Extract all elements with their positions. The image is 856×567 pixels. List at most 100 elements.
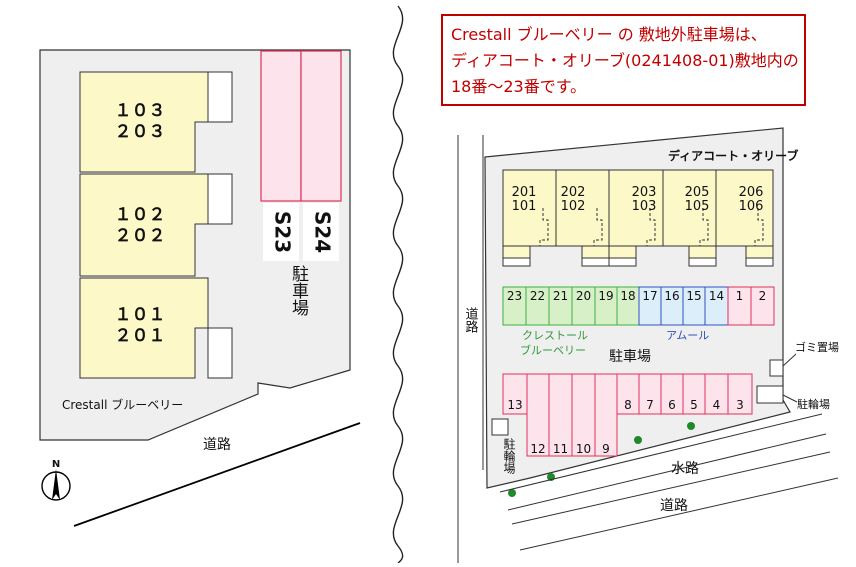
parking-space-8: 8 bbox=[616, 373, 640, 415]
svg-text:21: 21 bbox=[553, 289, 568, 303]
crestall-label-1: クレストール bbox=[522, 329, 588, 342]
road-line-b bbox=[519, 477, 839, 551]
parking-space-19: 19 bbox=[594, 286, 618, 326]
right-map: ディアコート・オリーブ 201 101 bbox=[457, 127, 839, 563]
svg-text:12: 12 bbox=[530, 442, 545, 456]
unit-label-102: 102 bbox=[561, 199, 586, 214]
left-road-line bbox=[73, 422, 361, 527]
unit-label-206: 206 bbox=[739, 185, 764, 200]
unit-label-101: 101 bbox=[512, 199, 537, 214]
parking-space-23: 23 bbox=[502, 286, 527, 326]
svg-text:10: 10 bbox=[576, 442, 591, 456]
bike-label-right: 駐輪場 bbox=[797, 397, 830, 411]
svg-text:4: 4 bbox=[713, 398, 721, 412]
parking-space-4: 4 bbox=[704, 373, 729, 415]
right-parking-label: 駐車場 bbox=[609, 348, 651, 365]
svg-text:16: 16 bbox=[664, 289, 679, 303]
garbage-area bbox=[769, 359, 784, 377]
parking-row-bottom: 13 12 11 10 9 8 bbox=[502, 373, 753, 457]
map-divider-wavy-line bbox=[392, 5, 404, 564]
svg-text:18: 18 bbox=[620, 289, 635, 303]
amour-label: アムール bbox=[666, 329, 709, 342]
note-line-1: Crestall ブルーベリー の 敷地外駐車場は、 bbox=[451, 25, 767, 44]
unit-label-105: 105 bbox=[685, 199, 710, 214]
waterway-line-a bbox=[499, 413, 823, 493]
parking-space-6: 6 bbox=[660, 373, 684, 415]
space-label-s23: S23 bbox=[271, 211, 295, 253]
parking-space-10: 10 bbox=[571, 373, 596, 457]
parking-space-11: 11 bbox=[548, 373, 573, 457]
waterway-line-b bbox=[507, 433, 827, 511]
svg-text:15: 15 bbox=[686, 289, 701, 303]
svg-text:8: 8 bbox=[624, 398, 632, 412]
tree-icon bbox=[634, 436, 642, 444]
parking-space-12: 12 bbox=[526, 373, 550, 457]
note-line-2: ディアコート・オリーブ(0241408-01)敷地内の bbox=[451, 51, 799, 70]
svg-text:7: 7 bbox=[646, 398, 654, 412]
north-arrow-icon: N bbox=[41, 459, 71, 501]
left-road-label: 道路 bbox=[203, 437, 231, 453]
unit-label-201: 201 bbox=[512, 185, 537, 200]
svg-text:2: 2 bbox=[759, 289, 767, 303]
left-property-name: Crestall ブルーベリー bbox=[62, 397, 183, 412]
road-line-a bbox=[511, 451, 831, 525]
parking-space-2: 2 bbox=[750, 286, 775, 326]
parking-space-15: 15 bbox=[682, 286, 706, 326]
apartment-units: 201 101 202 102 203 103 205 105 206 106 bbox=[502, 169, 774, 267]
crestall-label-2: ブルーベリー bbox=[520, 343, 586, 357]
garbage-label: ゴミ置場 bbox=[795, 340, 839, 354]
left-parking-label: 駐車場 bbox=[288, 265, 309, 317]
building-label-101: １０１ bbox=[115, 305, 166, 325]
unit-label-106: 106 bbox=[739, 199, 764, 214]
svg-text:23: 23 bbox=[507, 289, 522, 303]
parking-space-20: 20 bbox=[571, 286, 596, 326]
parking-space-21: 21 bbox=[548, 286, 573, 326]
building-label-203: ２０３ bbox=[115, 122, 166, 142]
svg-text:3: 3 bbox=[736, 398, 744, 412]
parking-space-16: 16 bbox=[660, 286, 684, 326]
parking-space-17: 17 bbox=[638, 286, 662, 326]
unit-label-203: 203 bbox=[632, 185, 657, 200]
parking-space-14: 14 bbox=[704, 286, 729, 326]
building-label-103: １０３ bbox=[115, 101, 166, 121]
tree-icon bbox=[687, 422, 695, 430]
parking-space-1: 1 bbox=[727, 286, 752, 326]
building-label-202: ２０２ bbox=[115, 226, 166, 246]
bike-label-left: 駐輪場 bbox=[502, 437, 516, 475]
svg-text:1: 1 bbox=[736, 289, 744, 303]
building-label-201: ２０１ bbox=[115, 326, 166, 346]
bike-right-leader bbox=[782, 394, 798, 403]
offsite-parking-note: Crestall ブルーベリー の 敷地外駐車場は、 ディアコート・オリーブ(0… bbox=[441, 14, 806, 106]
bike-area-left bbox=[491, 418, 509, 436]
building-103-203: １０３ ２０３ bbox=[79, 71, 233, 173]
bike-area-right bbox=[756, 385, 784, 404]
right-road-label-left: 道路 bbox=[463, 307, 479, 333]
parking-space-18: 18 bbox=[616, 286, 640, 326]
svg-text:22: 22 bbox=[530, 289, 545, 303]
unit-label-103: 103 bbox=[632, 199, 657, 214]
parking-spaces-s23-s24: S23 S24 bbox=[260, 50, 342, 261]
garbage-leader bbox=[782, 353, 797, 367]
svg-text:5: 5 bbox=[690, 398, 698, 412]
svg-text:13: 13 bbox=[507, 398, 522, 412]
svg-text:9: 9 bbox=[602, 442, 610, 456]
parking-space-22: 22 bbox=[525, 286, 550, 326]
parking-row-top: 23 22 21 20 19 18 bbox=[502, 286, 775, 326]
north-label: N bbox=[52, 459, 60, 470]
building-102-202: １０２ ２０２ bbox=[79, 173, 233, 277]
right-property-name: ディアコート・オリーブ bbox=[668, 148, 798, 163]
svg-text:11: 11 bbox=[553, 442, 568, 456]
unit-label-205: 205 bbox=[685, 185, 710, 200]
parking-space-5: 5 bbox=[682, 373, 706, 415]
waterway-label: 水路 bbox=[671, 461, 699, 477]
parking-space-9: 9 bbox=[594, 373, 618, 457]
parking-space-3: 3 bbox=[727, 373, 753, 415]
svg-text:17: 17 bbox=[642, 289, 657, 303]
building-101-201: １０１ ２０１ bbox=[79, 277, 233, 379]
svg-text:19: 19 bbox=[598, 289, 613, 303]
building-label-102: １０２ bbox=[115, 205, 166, 225]
right-road-label-bottom: 道路 bbox=[660, 498, 688, 514]
note-line-3: 18番〜23番です。 bbox=[451, 77, 587, 96]
